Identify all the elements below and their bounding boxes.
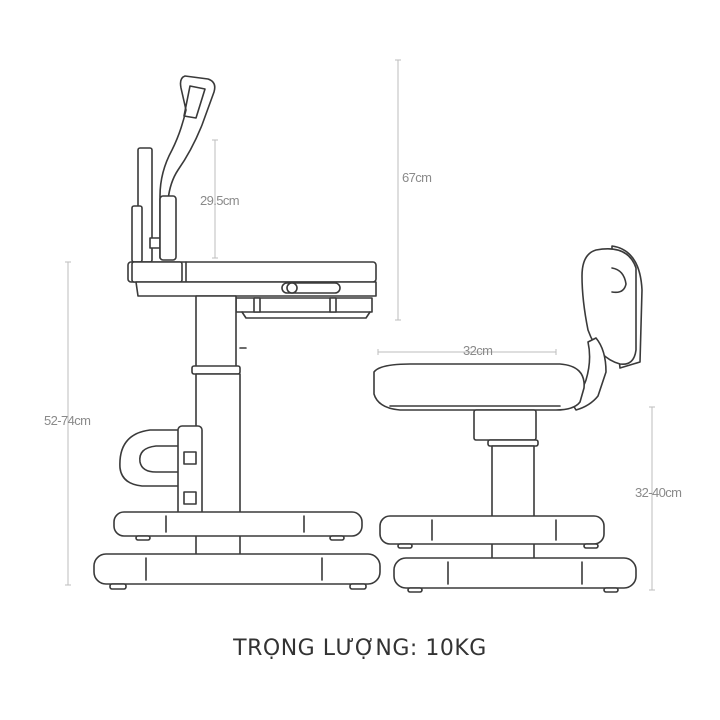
desk-footrest [119, 425, 203, 535]
desk-height-label: 52-74cm [44, 413, 91, 428]
seat-width-label: 32cm [463, 343, 493, 358]
weight-caption: TRỌNG LƯỢNG: 10KG [233, 636, 487, 661]
desk-base [93, 511, 381, 590]
desk-top [127, 261, 377, 297]
chair-backrest [569, 245, 643, 411]
chair-seat [373, 363, 585, 411]
chair-base [379, 515, 637, 593]
desk-lamp [159, 75, 216, 261]
chair-height-label: 32-40cm [635, 485, 682, 500]
desk-drawer [235, 297, 373, 319]
chair [373, 245, 643, 593]
total-height-label: 67cm [402, 170, 432, 185]
lamp-height-label: 29.5cm [200, 193, 240, 208]
desk [93, 75, 381, 590]
dimension-lines [65, 59, 655, 591]
